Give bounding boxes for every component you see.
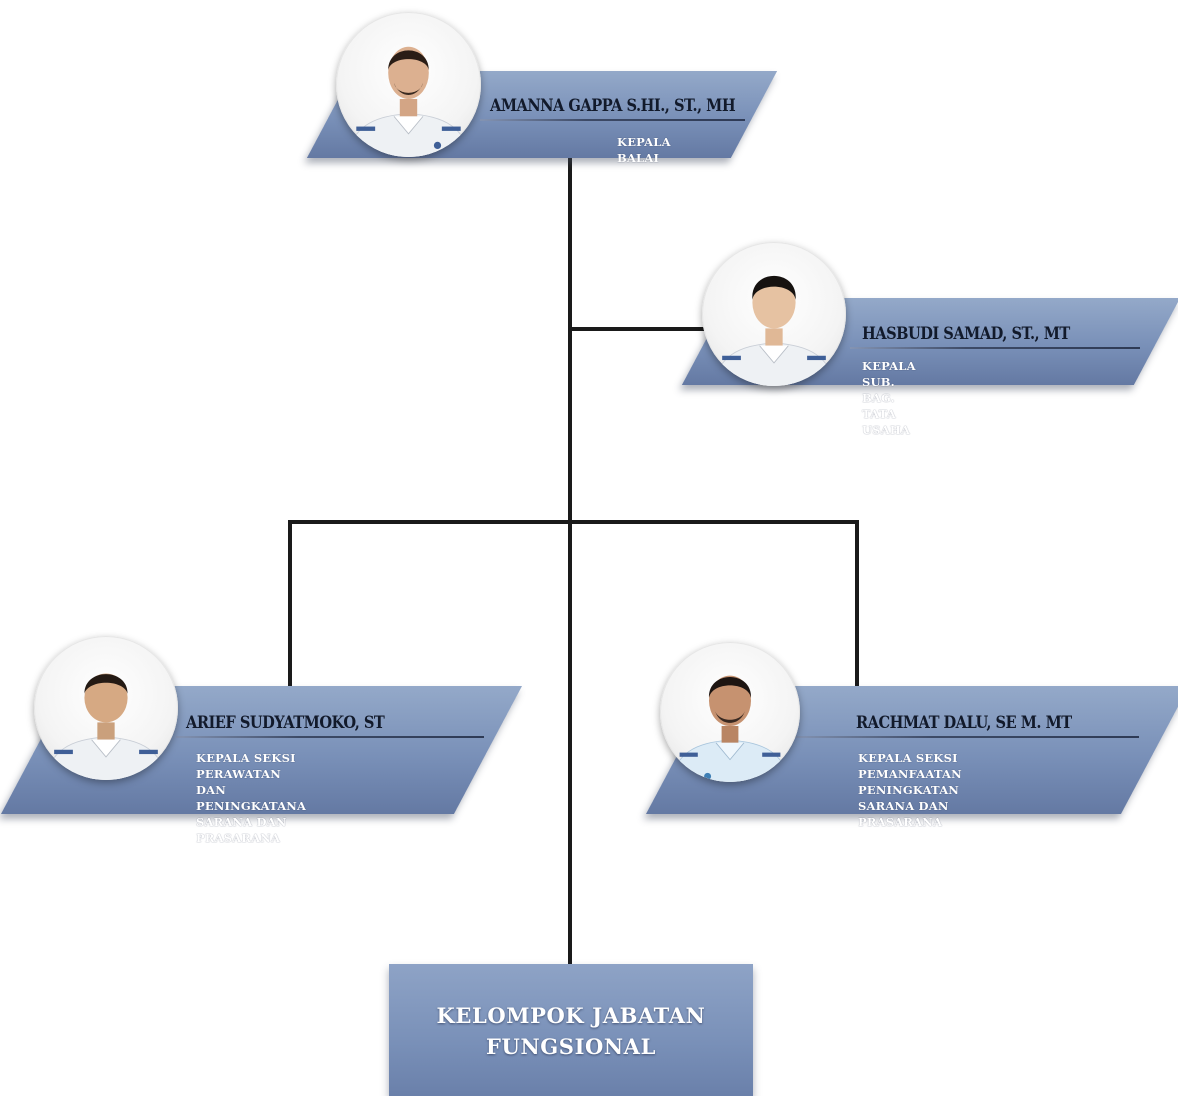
kelompok-jabatan-fungsional-box: KELOMPOK JABATAN FUNGSIONAL — [389, 964, 753, 1096]
official-photo — [702, 242, 846, 386]
official-photo — [34, 636, 178, 780]
official-role: KEPALA SEKSI PEMANFAATAN PENINGKATAN SAR… — [858, 751, 962, 829]
banner-divider — [480, 119, 745, 121]
banner-divider — [176, 736, 484, 738]
official-name: HASBUDI SAMAD, ST., MT — [862, 324, 1070, 344]
banner-divider — [794, 736, 1139, 738]
connector-right-drop — [855, 520, 859, 690]
official-role: KEPALA SEKSI PERAWATAN DAN PENINGKATANA … — [196, 751, 307, 845]
official-role: KEPALA SUB. BAG. TATA USAHA — [862, 359, 916, 437]
connector-horizontal-sections — [288, 520, 859, 524]
connector-to-sub-bag — [568, 327, 718, 331]
official-role: KEPALA BALAI — [617, 135, 671, 165]
official-name: ARIEF SUDYATMOKO, ST — [186, 713, 385, 733]
banner-divider — [850, 347, 1140, 349]
official-photo — [336, 12, 481, 157]
official-name: AMANNA GAPPA S.HI., ST., MH — [490, 96, 736, 116]
connector-left-drop — [288, 520, 292, 690]
official-name: RACHMAT DALU, SE M. MT — [856, 713, 1072, 733]
official-photo — [660, 642, 800, 782]
kelompok-jabatan-fungsional-label: KELOMPOK JABATAN FUNGSIONAL — [436, 1003, 706, 1059]
connector-main-vertical — [568, 158, 572, 968]
